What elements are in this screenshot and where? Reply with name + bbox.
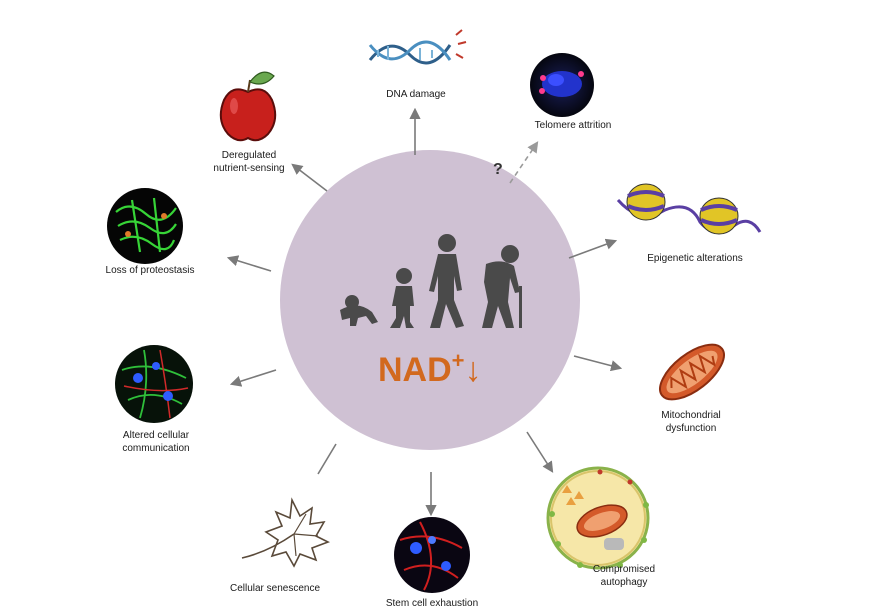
nucleosome-icon	[616, 183, 762, 235]
label-deregulated-nutrient-sensing-1: Deregulated	[222, 150, 276, 161]
label-deregulated-nutrient-sensing-2: nutrient-sensing	[213, 163, 284, 174]
label-altered-cellular-communication-1: Altered cellular	[123, 430, 190, 441]
arrow-loss-of-proteostasis	[226, 255, 272, 272]
label-compromised-autophagy-2: autophagy	[601, 577, 648, 588]
label-cellular-senescence: Cellular senescence	[230, 583, 320, 594]
nad-label: NAD+↓	[378, 348, 482, 389]
mitochondrion-icon	[659, 343, 725, 401]
arrow-epigenetic-alterations	[568, 238, 618, 259]
label-dna-damage: DNA damage	[386, 89, 446, 100]
label-stem-cell-exhaustion: Stem cell exhaustion	[386, 598, 478, 609]
arrow-altered-cellular-communication	[229, 369, 277, 387]
label-telomere-attrition: Telomere attrition	[535, 120, 612, 131]
human-evolution-aging-silhouettes-icon	[340, 234, 522, 328]
dna-helix-icon	[368, 29, 467, 65]
label-mitochondrial-dysfunction-1: Mitochondrial	[661, 410, 720, 421]
arrow-compromised-autophagy	[526, 431, 554, 473]
uncertain-mark: ?	[493, 161, 503, 178]
arrow-mitochondrial-dysfunction	[573, 355, 623, 372]
protein-aggregate-icon	[107, 188, 183, 264]
withered-leaf-icon	[241, 497, 330, 568]
telomere-fluorescence-icon	[530, 53, 594, 117]
arrow-deregulated-nutrient-sensing	[291, 163, 328, 192]
arrows	[226, 107, 623, 517]
label-altered-cellular-communication-2: communication	[122, 443, 189, 454]
apple-icon	[219, 71, 277, 142]
label-loss-of-proteostasis: Loss of proteostasis	[106, 265, 195, 276]
label-epigenetic-alterations: Epigenetic alterations	[647, 253, 743, 264]
stem-cell-micrograph-icon	[394, 517, 470, 593]
label-mitochondrial-dysfunction-2: dysfunction	[666, 423, 717, 434]
autophagosome-icon	[546, 466, 650, 570]
arrow-telomere-attrition	[509, 141, 539, 184]
arrow-cellular-senescence	[317, 443, 337, 475]
label-compromised-autophagy-1: Compromised	[593, 564, 655, 575]
cell-network-micrograph-icon	[115, 345, 193, 423]
center-circle	[280, 150, 580, 450]
